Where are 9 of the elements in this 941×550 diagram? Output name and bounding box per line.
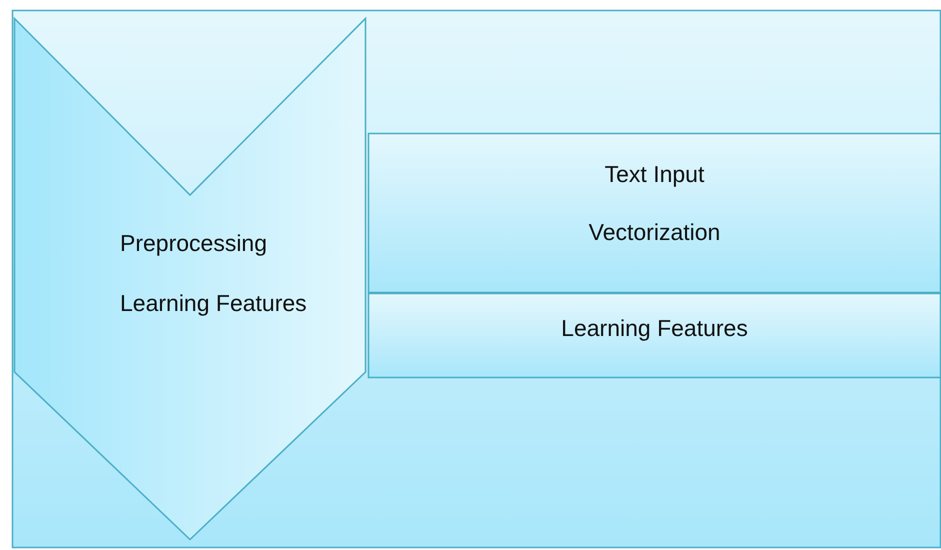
process-box	[368, 293, 941, 378]
step-label: Learning Features	[120, 290, 307, 317]
process-box	[368, 133, 941, 293]
step-label: Learning Features	[560, 315, 749, 342]
background-panel	[12, 10, 941, 548]
step-label: Text Input	[604, 161, 706, 188]
step-label: Vectorization	[588, 219, 722, 246]
chevron-shape	[14, 18, 366, 540]
step-label: Preprocessing	[120, 230, 268, 257]
